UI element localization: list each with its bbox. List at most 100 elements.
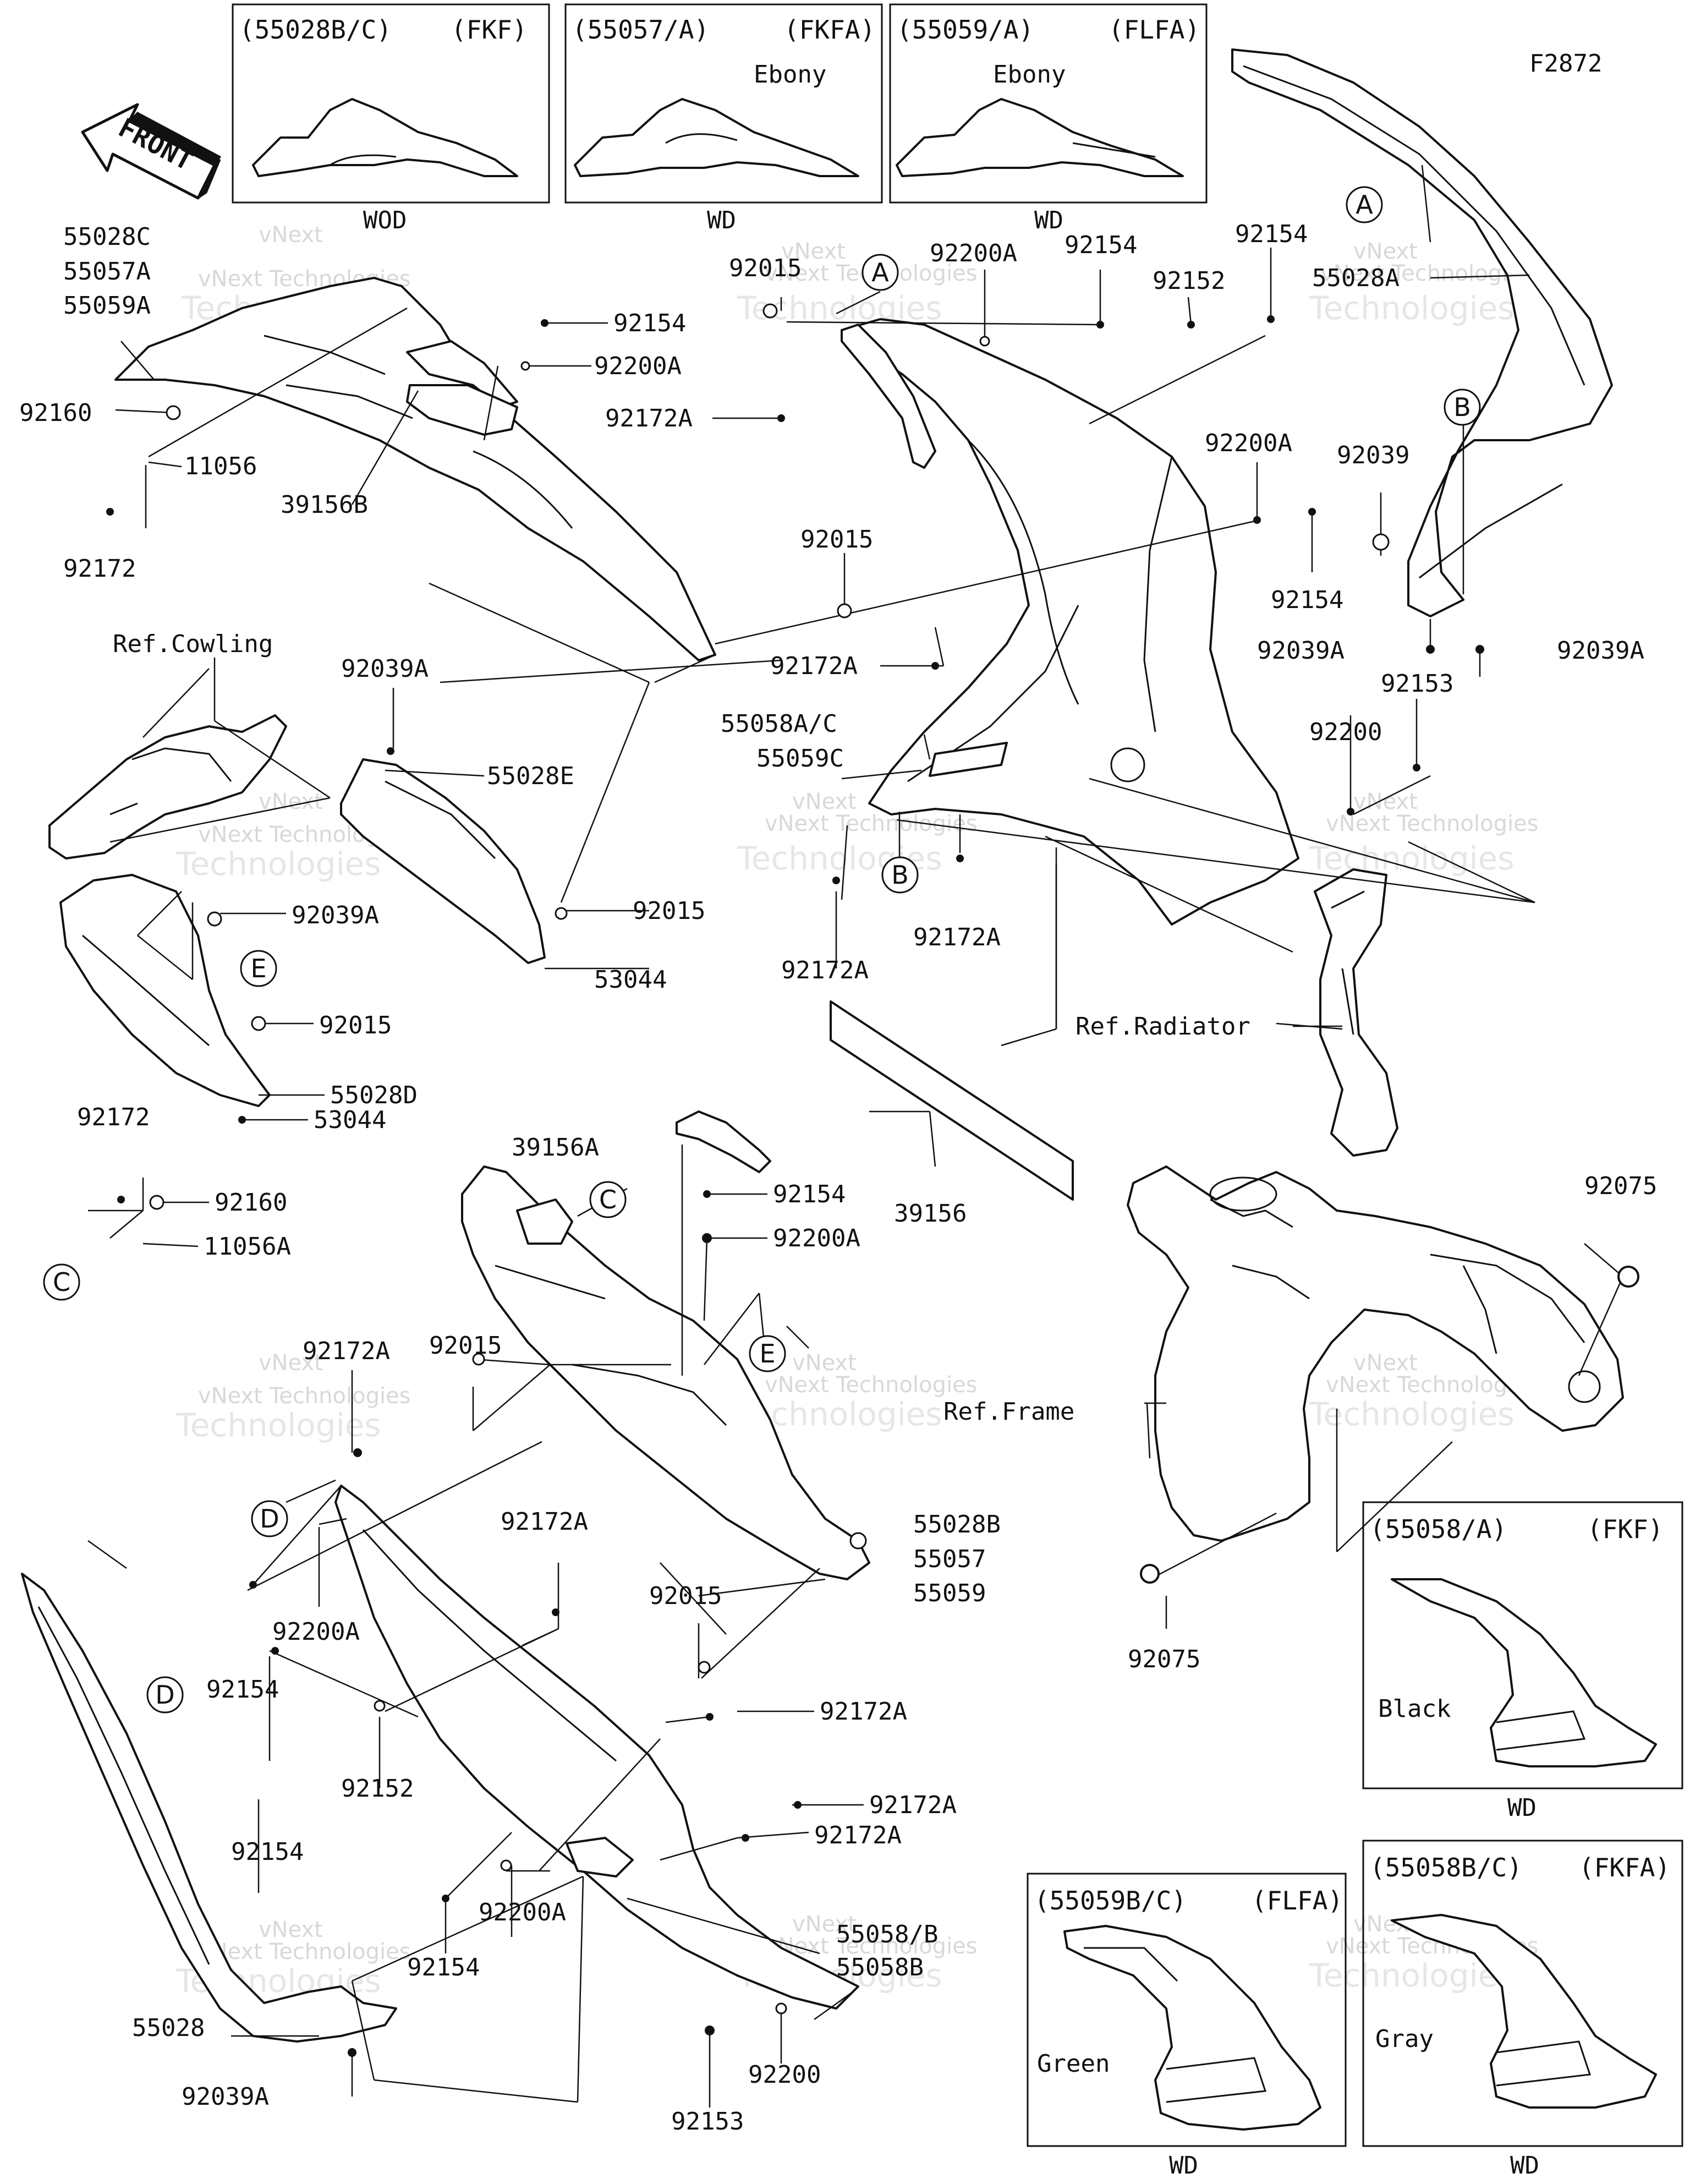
part-label: 92160 bbox=[215, 1189, 287, 1217]
middle-fairing bbox=[841, 318, 1299, 926]
grommet-icon bbox=[1140, 1564, 1160, 1584]
washer-icon bbox=[500, 1859, 512, 1871]
screw-icon bbox=[832, 877, 840, 884]
part-label: 92172A bbox=[869, 1791, 957, 1819]
part-label: 92153 bbox=[671, 2108, 744, 2136]
screw-icon bbox=[541, 319, 548, 327]
part-label: 39156 bbox=[894, 1200, 967, 1228]
part-label: 55059 bbox=[913, 1579, 986, 1607]
variant-code: (55058B/C) bbox=[1370, 1853, 1522, 1882]
side-strip-55028a bbox=[1231, 48, 1613, 617]
leader-lines bbox=[87, 165, 1624, 2108]
part-labels: 55028C 55057A 55059 A 92160 11056 92172 3… bbox=[19, 220, 1657, 2136]
screw-icon bbox=[249, 1581, 257, 1589]
watermark: vNext Technologies bbox=[198, 1939, 411, 1964]
watermark: Technologies bbox=[175, 1406, 381, 1444]
part-label: 92200 bbox=[748, 2061, 821, 2089]
svg-text:E: E bbox=[759, 1339, 775, 1369]
ref-cowling-part bbox=[48, 714, 287, 860]
variant-box-55058a: (55058/A) (FKF) Black WD bbox=[1362, 1501, 1683, 1822]
washer-icon bbox=[374, 1700, 386, 1712]
part-label: 92154 bbox=[1271, 586, 1343, 614]
variant-color: Black bbox=[1378, 1695, 1451, 1723]
screw-icon bbox=[106, 508, 114, 516]
screw-icon bbox=[703, 1190, 711, 1198]
part-label: 92039A bbox=[182, 2083, 269, 2111]
svg-text:B: B bbox=[891, 860, 909, 890]
part-label: 92153 bbox=[1381, 670, 1453, 698]
part-label: 11056 bbox=[184, 452, 257, 480]
part-label: 92172A bbox=[814, 1821, 902, 1849]
part-label: 55058A/C bbox=[721, 710, 837, 738]
screw-icon bbox=[271, 1647, 279, 1655]
watermark: vNext Technologies bbox=[1326, 811, 1539, 836]
svg-text:C: C bbox=[53, 1267, 70, 1297]
grommet-icon bbox=[837, 603, 852, 618]
ref-frame-part bbox=[1127, 1165, 1624, 1542]
fasteners bbox=[106, 303, 1639, 2057]
figure-code: F2872 bbox=[1529, 50, 1602, 78]
washer-icon bbox=[1347, 808, 1354, 815]
washer-icon bbox=[702, 1233, 712, 1243]
part-label: 55028C bbox=[63, 223, 151, 251]
screw-icon bbox=[353, 1448, 362, 1457]
watermark: vNext bbox=[781, 239, 846, 264]
variant-finish: WD bbox=[1510, 2152, 1539, 2180]
part-label: 55028A bbox=[1312, 264, 1400, 292]
watermark: vNext bbox=[792, 1912, 857, 1937]
grommet-icon bbox=[849, 1532, 867, 1550]
variant-model: (FKFA) bbox=[784, 15, 875, 45]
part-label: 92015 bbox=[319, 1011, 392, 1039]
part-label: 55028D bbox=[330, 1081, 418, 1109]
part-label: Ref.Radiator bbox=[1076, 1012, 1250, 1041]
part-label: 39156A bbox=[512, 1134, 599, 1162]
part-label: 92039 bbox=[1337, 441, 1409, 469]
marker-a-mid: A bbox=[862, 254, 899, 291]
part-label: 55059C bbox=[756, 745, 844, 773]
part-label: 92172A bbox=[770, 652, 858, 680]
part-label: 53044 bbox=[594, 966, 667, 994]
watermark: Technologies bbox=[1309, 840, 1515, 877]
watermark: Technologies bbox=[1309, 1395, 1515, 1433]
part-label: 92172A bbox=[781, 956, 869, 984]
part-label: 92172A bbox=[501, 1508, 588, 1536]
watermark: vNext bbox=[1353, 789, 1418, 814]
grommet-icon bbox=[472, 1353, 485, 1366]
lower-cowl-55028b bbox=[461, 1165, 870, 1580]
part-label: 92200 bbox=[1309, 718, 1382, 746]
screw-icon bbox=[706, 1713, 714, 1721]
part-label: 11056A bbox=[204, 1233, 291, 1261]
part-label: 92172A bbox=[605, 404, 693, 433]
variant-model: (FKFA) bbox=[1579, 1853, 1670, 1882]
part-label: 55057 bbox=[913, 1545, 986, 1573]
marker-e-center: E bbox=[749, 1335, 786, 1372]
part-label: 92200A bbox=[272, 1618, 360, 1646]
marker-d-left: D bbox=[251, 1500, 288, 1537]
part-label: 92172 bbox=[63, 555, 136, 583]
duct-39156a bbox=[676, 1110, 771, 1173]
watermark: vNext Technologies bbox=[765, 1372, 978, 1398]
screw-icon bbox=[1187, 321, 1195, 329]
variant-color: Ebony bbox=[993, 61, 1066, 89]
screw-icon bbox=[1267, 315, 1275, 323]
front-arrow-icon: FRONT bbox=[81, 103, 222, 200]
part-label: 92154 bbox=[206, 1676, 279, 1704]
screw-icon bbox=[777, 414, 785, 422]
part-label: 92160 bbox=[19, 399, 92, 427]
part-label: 92200A bbox=[773, 1224, 860, 1252]
nut-icon bbox=[1475, 645, 1484, 654]
grommet-icon bbox=[698, 1661, 711, 1674]
watermark: vNext bbox=[1353, 239, 1418, 264]
part-label: 53044 bbox=[314, 1106, 386, 1134]
variant-box-55059a: (55059/A) (FLFA) Ebony WD bbox=[889, 3, 1208, 234]
svg-text:D: D bbox=[260, 1504, 279, 1534]
svg-text:D: D bbox=[155, 1680, 174, 1710]
variant-code: (55059B/C) bbox=[1034, 1886, 1187, 1915]
part-label: 92200A bbox=[479, 1898, 566, 1926]
part-label: 39156B bbox=[281, 491, 368, 519]
part-label: 92015 bbox=[633, 897, 705, 925]
svg-text:B: B bbox=[1453, 392, 1471, 422]
part-label: 55057A bbox=[63, 258, 151, 286]
part-label: 92152 bbox=[1153, 267, 1225, 295]
